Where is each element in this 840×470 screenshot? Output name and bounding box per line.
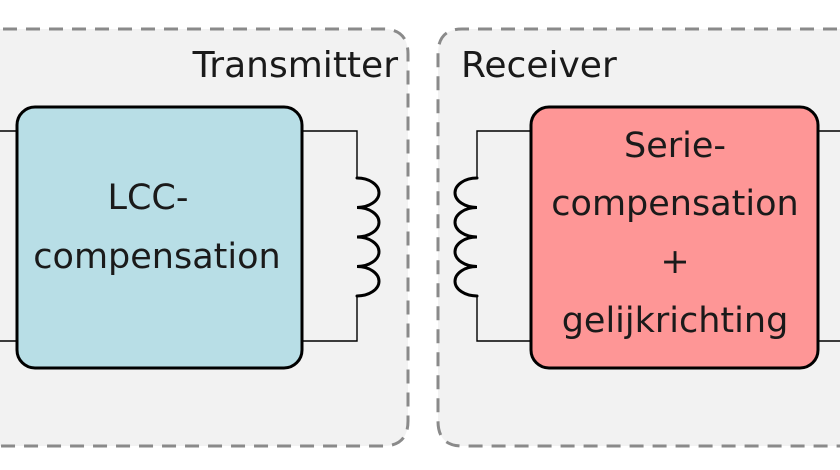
transmitter-label: Transmitter [192,45,399,86]
receiver-input-wire-bottom [476,296,531,342]
transmitter-coil-icon [355,176,381,298]
serie-compensation-box [529,105,820,370]
lcc-compensation-line-2: compensation [33,237,280,277]
lcc-compensation-block: LCC- compensation [15,105,304,370]
serie-compensation-line-3: + [660,242,689,282]
lcc-compensation-box [15,105,304,370]
receiver-label: Receiver [461,45,617,86]
transmitter-wiring [0,130,358,342]
receiver-wiring [476,130,840,342]
lcc-compensation-line-1: LCC- [107,178,188,218]
receiver-input-wire-top [476,130,531,178]
transmitter-output-wire-top [302,130,358,178]
serie-compensation-line-4: gelijkrichting [562,301,789,341]
serie-compensation-line-2: compensation [551,184,798,224]
transmitter-output-wire-bottom [302,296,358,342]
receiver-coil-icon [453,176,479,298]
serie-compensation-line-1: Serie- [624,126,726,166]
serie-compensation-block: Serie- compensation + gelijkrichting [529,105,820,370]
